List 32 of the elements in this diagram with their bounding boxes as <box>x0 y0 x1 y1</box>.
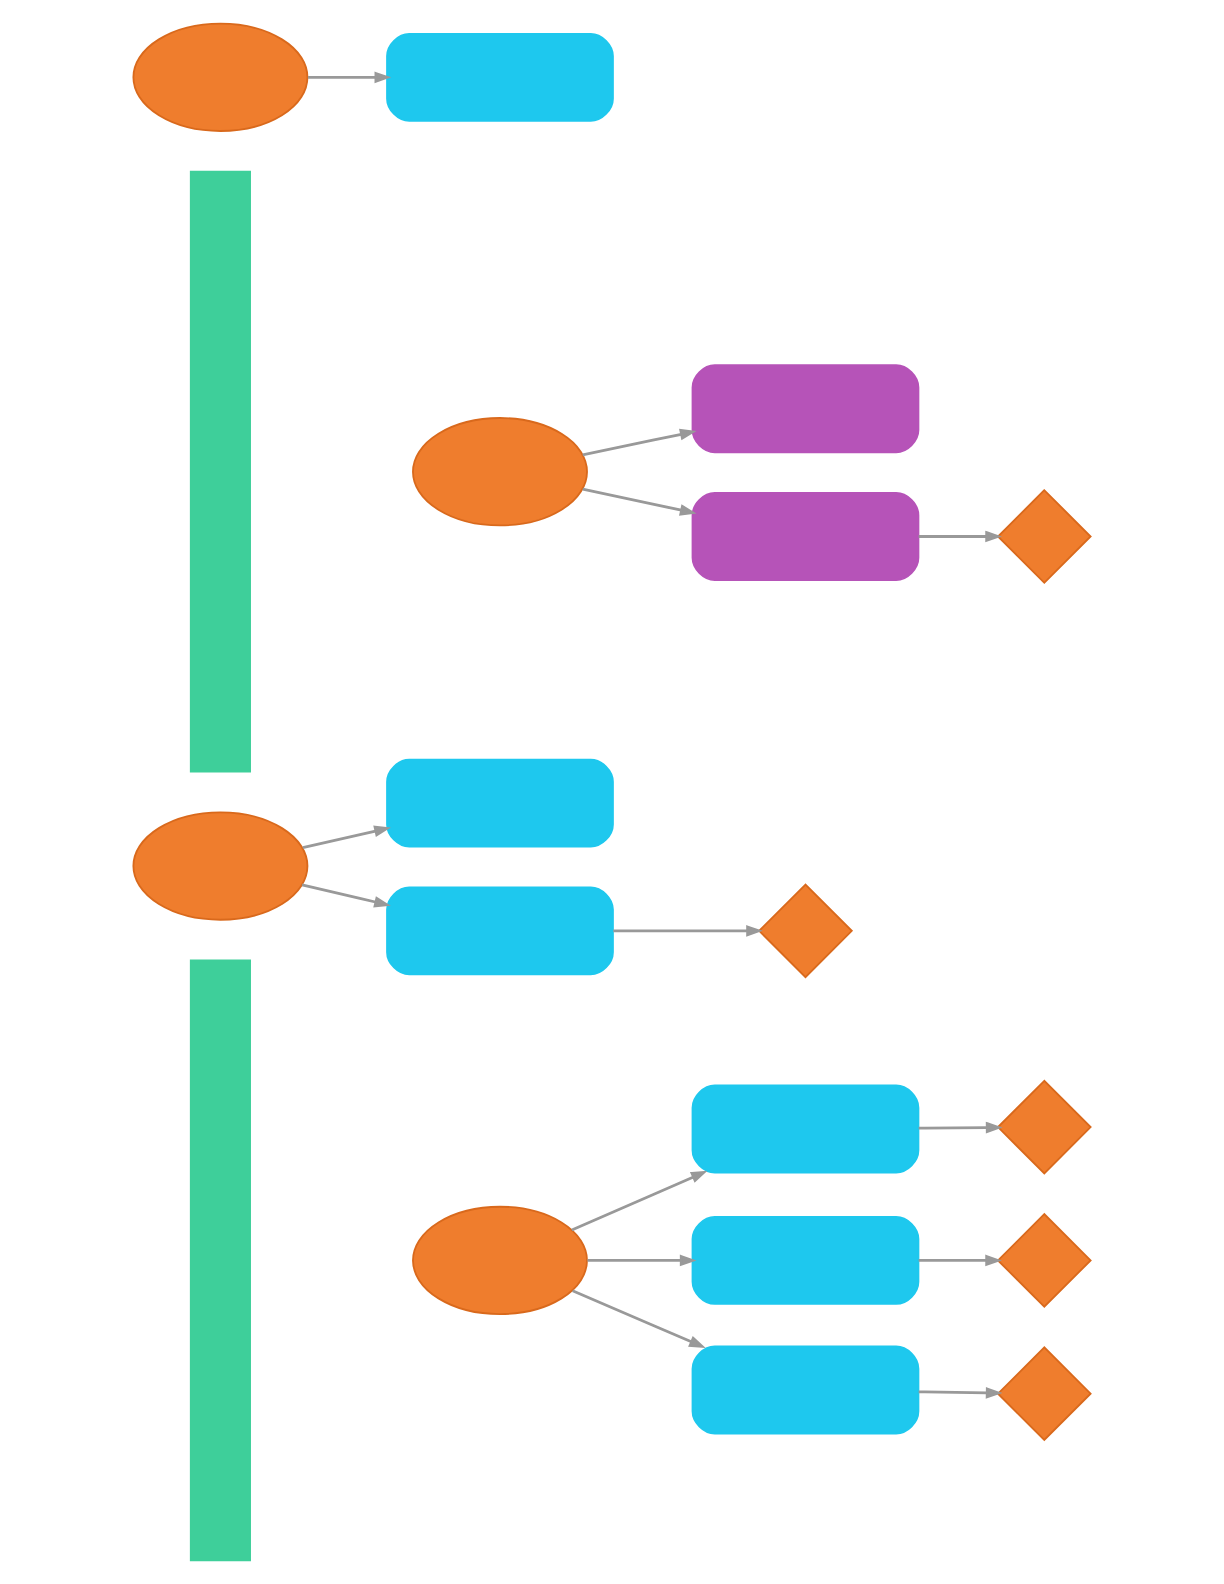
node-ellipse <box>132 22 309 132</box>
arrow <box>587 1254 697 1267</box>
node-box <box>691 364 920 454</box>
node-diamond <box>996 1079 1092 1175</box>
arrow <box>302 825 391 850</box>
node-box <box>386 886 614 976</box>
arrow <box>918 530 1002 543</box>
node-diamond <box>996 1212 1092 1308</box>
node-box <box>386 758 614 848</box>
arrow <box>582 428 697 457</box>
node-box <box>691 492 920 581</box>
node-box <box>691 1215 920 1305</box>
arrow <box>308 71 392 84</box>
arrow <box>582 487 697 516</box>
node-ellipse <box>412 417 588 527</box>
arrow <box>613 925 763 937</box>
arrow <box>918 1254 1002 1267</box>
arrow <box>571 1170 708 1232</box>
arrow <box>918 1121 1003 1134</box>
arrow <box>301 883 391 908</box>
node-diamond <box>996 1346 1092 1442</box>
node-box <box>386 32 614 122</box>
node-bar <box>189 170 251 773</box>
node-box <box>691 1345 920 1435</box>
node-diamond <box>757 883 854 979</box>
arrow <box>572 1289 706 1348</box>
node-ellipse <box>412 1205 588 1316</box>
node-diamond <box>996 488 1092 585</box>
arrow <box>918 1387 1003 1399</box>
node-ellipse <box>132 811 309 921</box>
node-bar <box>189 959 251 1562</box>
node-box <box>691 1084 920 1174</box>
